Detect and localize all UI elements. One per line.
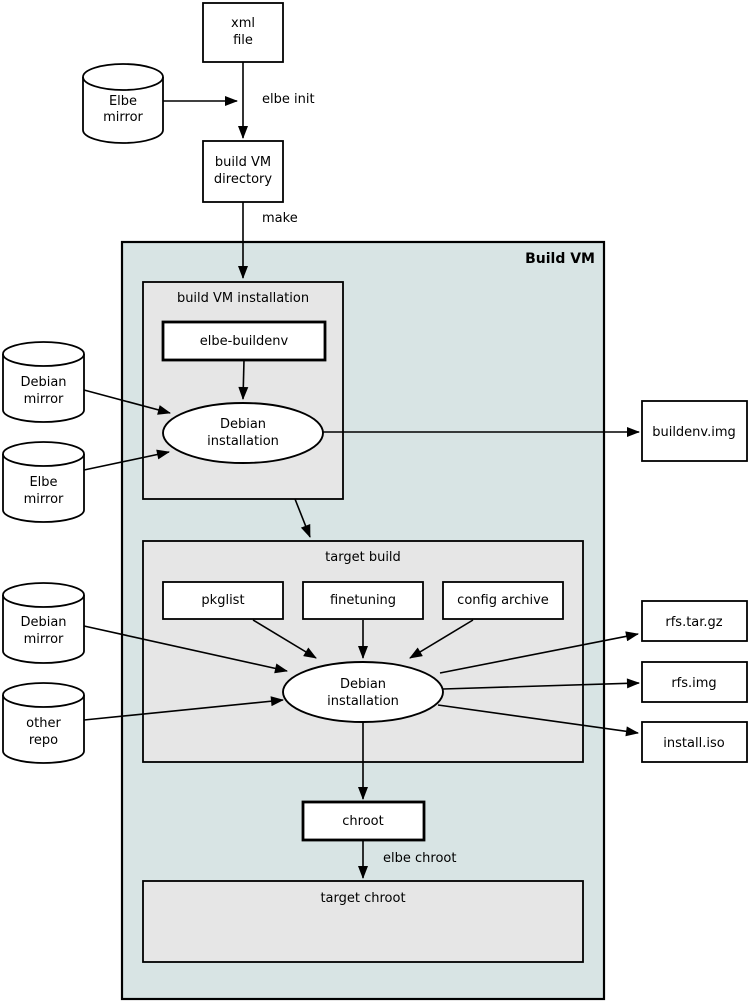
debian-mirror-vm-cylinder: Debian mirror: [2, 341, 85, 423]
elbe-mirror-top-lid-arc: [82, 76, 164, 91]
elbe-mirror-top-label-line2: mirror: [103, 110, 143, 125]
other-repo-cylinder: other repo: [2, 682, 85, 764]
debian-installation-target-line2: installation: [327, 694, 399, 709]
xml-file-label-line1: xml: [231, 16, 255, 31]
elbe-init-label: elbe init: [262, 92, 315, 107]
pkglist-label: pkglist: [201, 593, 244, 608]
finetuning-label: finetuning: [330, 593, 396, 608]
edge-installation-to-rfs-img: [442, 678, 640, 690]
elbe-mirror-top-label-line1: Elbe: [109, 94, 137, 109]
chroot-node: chroot: [301, 800, 426, 842]
build-vm-directory-node: build VM directory: [202, 140, 284, 203]
rfs-img-label: rfs.img: [671, 676, 716, 691]
edge-installation-to-rfs-tar-gz: [439, 631, 639, 674]
elbe-chroot-label: elbe chroot: [383, 851, 456, 866]
debian-mirror-target-label-line2: mirror: [24, 632, 64, 647]
edge-elbe-mirror-to-installation-vm: [83, 449, 170, 471]
edge-installation-group-to-target-build: [294, 498, 311, 538]
buildenv-img-rect: [641, 400, 748, 462]
make-label: make: [262, 211, 298, 226]
rfs-tar-gz-label: rfs.tar.gz: [665, 615, 722, 630]
elbe-mirror-top-cylinder: Elbe mirror: [82, 63, 164, 144]
buildenv-img-node: buildenv.img: [641, 400, 748, 462]
elbe-buildenv-rect: [161, 320, 327, 362]
edge-debian-mirror-to-installation-vm: [83, 389, 171, 415]
buildenv-img-label: buildenv.img: [652, 425, 736, 440]
debian-installation-target-ellipse: [282, 661, 444, 723]
xml-file-label-line2: file: [233, 33, 253, 48]
elbe-mirror-vm-cylinder: Elbe mirror: [2, 441, 85, 523]
debian-mirror-target-body: [2, 582, 85, 664]
build-vm-directory-label-line1: build VM: [215, 155, 271, 170]
debian-mirror-vm-label-line2: mirror: [24, 392, 64, 407]
elbe-mirror-vm-label-line2: mirror: [24, 492, 64, 507]
install-iso-rect: [641, 721, 748, 763]
target-chroot-title: target chroot: [320, 891, 405, 906]
edge-installation-to-install-iso: [437, 704, 639, 737]
build-vm-directory-label-line2: directory: [214, 172, 272, 187]
pkglist-node: pkglist: [162, 581, 284, 620]
config-archive-label: config archive: [457, 593, 549, 608]
elbe-mirror-vm-label-line1: Elbe: [29, 475, 57, 490]
debian-installation-vm-line1: Debian: [220, 417, 266, 432]
debian-mirror-vm-body: [2, 341, 85, 423]
edges: [83, 62, 640, 879]
finetuning-rect: [302, 581, 424, 620]
edge-other-repo-to-installation-target: [83, 696, 284, 721]
debian-installation-target-node: Debian installation: [282, 661, 444, 723]
debian-mirror-vm-label-line1: Debian: [20, 375, 66, 390]
elbe-buildenv-label: elbe-buildenv: [200, 334, 289, 349]
config-archive-rect: [442, 581, 564, 620]
build-vm-directory-rect: [202, 140, 284, 203]
rfs-img-node: rfs.img: [641, 661, 748, 703]
rfs-tar-gz-rect: [641, 600, 748, 642]
xml-file-node: xml file: [202, 2, 284, 63]
debian-mirror-vm-lid-arc: [2, 353, 85, 367]
target-chroot-rect: [142, 880, 584, 963]
debian-installation-vm-ellipse: [162, 402, 324, 464]
other-repo-label-line1: other: [26, 716, 61, 731]
elbe-buildenv-node: elbe-buildenv: [161, 320, 327, 362]
build-vm-label: Build VM: [525, 251, 595, 267]
other-repo-body: [2, 682, 85, 764]
finetuning-node: finetuning: [302, 581, 424, 620]
install-iso-node: install.iso: [641, 721, 748, 763]
chroot-label: chroot: [342, 814, 383, 829]
debian-installation-vm-line2: installation: [207, 434, 279, 449]
debian-mirror-target-lid-arc: [2, 594, 85, 608]
edge-config-archive-to-installation: [409, 619, 474, 659]
elbe-mirror-vm-body: [2, 441, 85, 523]
edge-debian-mirror-to-installation-target: [83, 625, 288, 674]
elbe-mirror-vm-lid-arc: [2, 453, 85, 467]
debian-installation-target-line1: Debian: [340, 677, 386, 692]
debian-mirror-target-label-line1: Debian: [20, 615, 66, 630]
elbe-mirror-top-body: [82, 63, 164, 144]
target-build-title: target build: [325, 550, 401, 565]
pkglist-rect: [162, 581, 284, 620]
rfs-tar-gz-node: rfs.tar.gz: [641, 600, 748, 642]
other-repo-lid-arc: [2, 694, 85, 708]
install-iso-label: install.iso: [663, 736, 724, 751]
chroot-rect: [301, 800, 426, 842]
edge-pkglist-to-installation: [252, 619, 317, 659]
config-archive-node: config archive: [442, 581, 564, 620]
other-repo-label-line2: repo: [29, 733, 58, 748]
debian-installation-vm-node: Debian installation: [162, 402, 324, 464]
build-vm-installation-title: build VM installation: [177, 291, 309, 306]
target-chroot-group: target chroot: [142, 880, 584, 963]
xml-file-rect: [202, 2, 284, 63]
rfs-img-rect: [641, 661, 748, 703]
edge-elbe-buildenv-to-debian-installation: [238, 359, 249, 400]
debian-mirror-target-cylinder: Debian mirror: [2, 582, 85, 664]
